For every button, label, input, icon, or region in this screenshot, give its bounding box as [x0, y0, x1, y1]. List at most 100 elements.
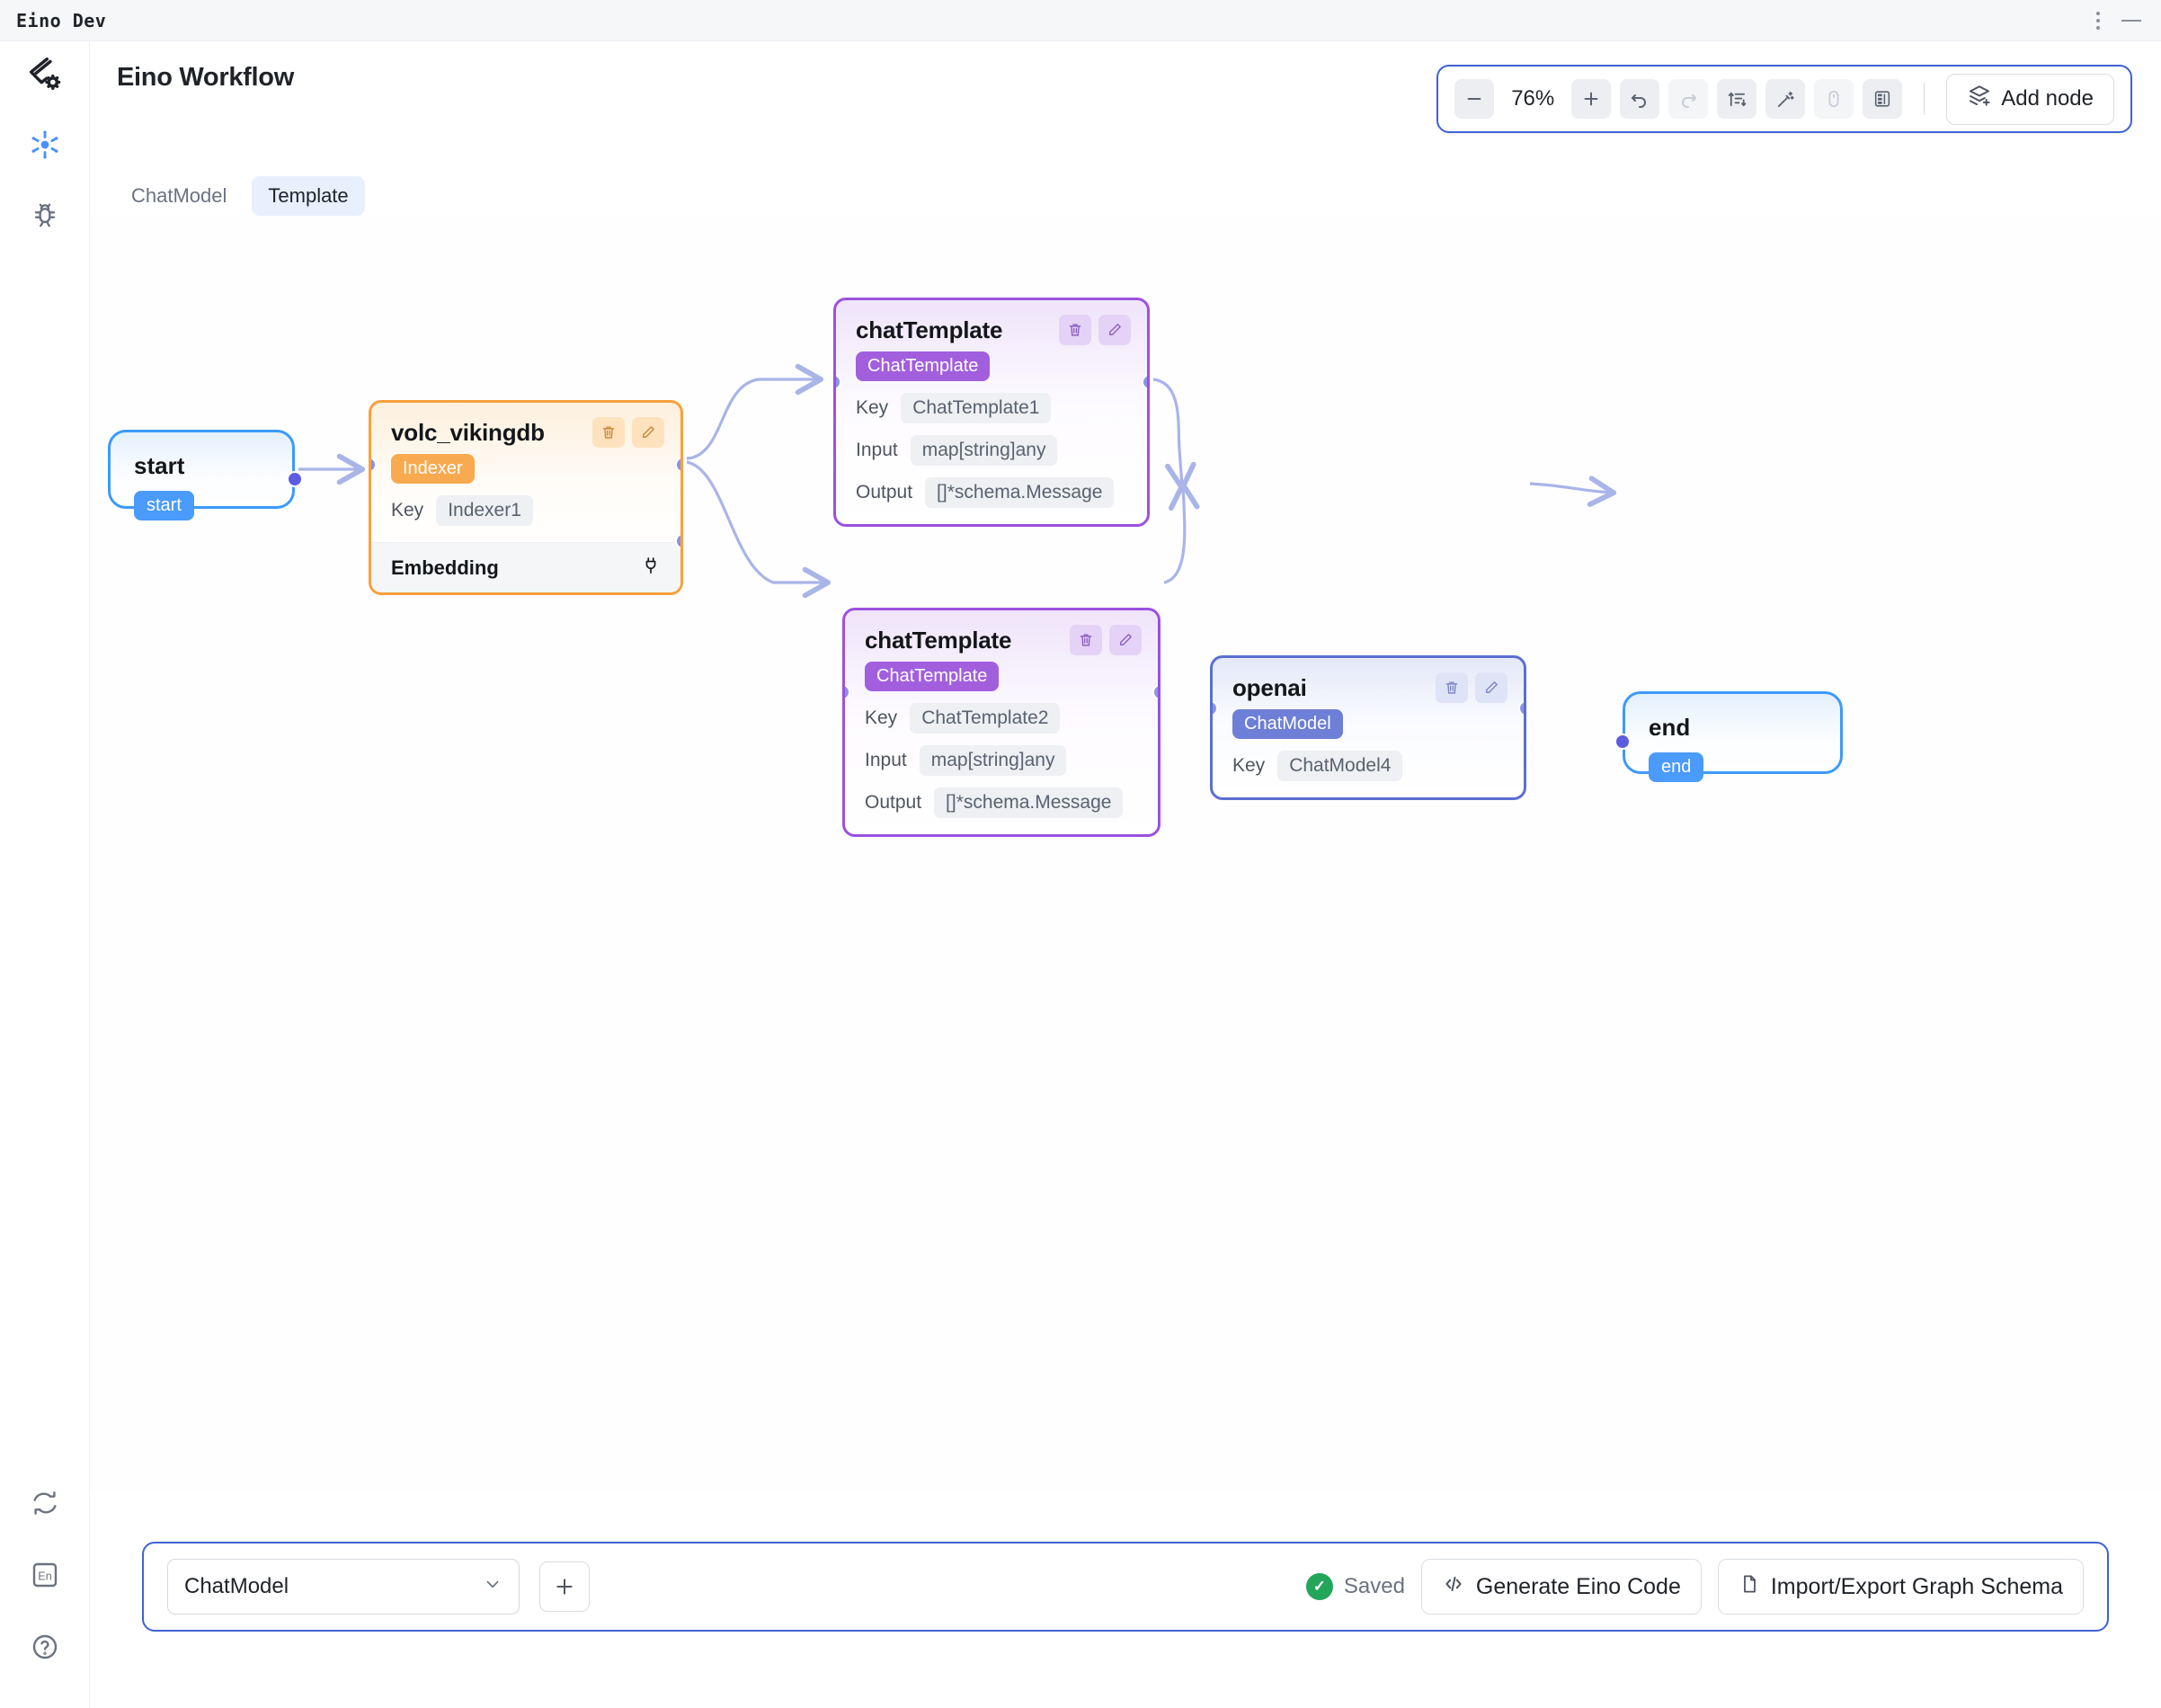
row-label: Input	[856, 440, 898, 460]
edit-icon[interactable]	[1109, 625, 1142, 655]
bottom-bar-right: ✓ Saved Generate Eino Code Import/Export…	[1305, 1559, 2084, 1615]
generate-eino-code-button[interactable]: Generate Eino Code	[1420, 1559, 1702, 1615]
help-icon	[31, 1632, 59, 1666]
app-title: Eino Dev	[16, 9, 107, 31]
chevron-down-icon	[483, 1574, 502, 1600]
row-value: ChatTemplate2	[910, 703, 1061, 734]
node-start[interactable]: start start	[108, 430, 303, 520]
node-volc-vikingdb[interactable]: volc_vikingdb Indexer Key Indexer1	[369, 400, 683, 595]
node-volc-vikingdb-footer[interactable]: Embedding	[371, 542, 680, 592]
node-openai-title: openai	[1232, 674, 1307, 701]
toolbar-divider	[1924, 83, 1925, 115]
bottom-action-bar: ChatModel ✓ Saved Generate Eino Code	[142, 1542, 2109, 1632]
bug-icon	[31, 200, 59, 234]
check-circle-icon: ✓	[1305, 1573, 1333, 1600]
node-chattemplate-2-row-output: Output []*schema.Message	[865, 787, 1138, 818]
svg-text:En: En	[38, 1570, 51, 1582]
delete-icon[interactable]	[1059, 315, 1091, 345]
node-chattemplate-1-body: chatTemplate ChatTemplate Key ChatTempla…	[836, 300, 1147, 524]
tab-chatmodel[interactable]: ChatModel	[131, 184, 227, 207]
node-end-input-port[interactable]	[1614, 734, 1631, 750]
zoom-out-button[interactable]	[1454, 79, 1495, 119]
import-export-schema-button[interactable]: Import/Export Graph Schema	[1717, 1559, 2084, 1615]
node-start-output-port[interactable]	[287, 471, 303, 487]
node-volc-vikingdb-body: volc_vikingdb Indexer Key Indexer1	[371, 403, 680, 542]
window-titlebar: Eino Dev	[0, 0, 2161, 41]
node-end[interactable]: end end	[1614, 691, 1843, 782]
save-status: ✓ Saved	[1305, 1573, 1405, 1600]
workflow-canvas[interactable]: start start volc_vikingdb Indexer	[90, 216, 2161, 1492]
sidebar-item-help[interactable]	[0, 1613, 90, 1685]
canvas-toolbar: 76%	[1436, 65, 2132, 133]
add-node-button[interactable]: Add node	[1946, 73, 2114, 125]
edge-indexer-tmpl2	[686, 460, 831, 599]
node-volc-vikingdb-title: volc_vikingdb	[391, 419, 545, 446]
auto-layout-icon[interactable]	[1717, 79, 1757, 119]
node-openai-row-key: Key ChatModel4	[1232, 751, 1504, 781]
delete-icon[interactable]	[1070, 625, 1102, 655]
row-value: ChatModel4	[1277, 751, 1403, 781]
row-label: Output	[865, 792, 922, 813]
node-chattemplate-2-tag: ChatTemplate	[865, 662, 1000, 691]
redo-icon[interactable]	[1668, 79, 1709, 119]
node-end-badge: end	[1649, 752, 1704, 782]
node-type-select-value: ChatModel	[184, 1574, 289, 1598]
edit-icon[interactable]	[1475, 672, 1507, 703]
edge-openai-end	[1529, 476, 1617, 507]
tab-template[interactable]: Template	[252, 176, 365, 216]
delete-icon[interactable]	[592, 417, 625, 448]
node-chattemplate-2-row-key: Key ChatTemplate2	[865, 703, 1138, 734]
sidebar-item-debug[interactable]	[0, 182, 90, 252]
page-header: Eino Workflow	[90, 41, 2161, 113]
node-openai[interactable]: openai ChatModel Key ChatModel4	[1210, 655, 1526, 800]
magic-wand-icon[interactable]	[1765, 79, 1806, 119]
undo-icon[interactable]	[1620, 79, 1660, 119]
node-chattemplate-1-tag: ChatTemplate	[856, 351, 991, 381]
row-label: Key	[856, 397, 889, 418]
edge-tmpl2-openai	[1163, 481, 1200, 584]
node-volc-vikingdb-footer-label: Embedding	[391, 556, 499, 579]
edge-indexer-tmpl1	[686, 363, 824, 460]
edit-icon[interactable]	[632, 417, 664, 448]
row-label: Key	[1232, 755, 1266, 776]
delete-icon[interactable]	[1436, 672, 1468, 703]
node-chattemplate-1-row-output: Output []*schema.Message	[856, 477, 1127, 508]
zoom-in-button[interactable]	[1571, 79, 1612, 119]
row-label: Key	[391, 500, 424, 520]
edge-tmpl1-openai	[1152, 378, 1196, 492]
row-value: ChatTemplate1	[901, 393, 1052, 423]
sidebar-item-graph[interactable]	[0, 111, 90, 182]
sidebar-item-sync[interactable]	[0, 1469, 90, 1541]
file-icon	[1739, 1573, 1760, 1601]
add-node-type-button[interactable]	[539, 1561, 590, 1612]
node-chattemplate-1[interactable]: chatTemplate ChatTemplate Key ChatTempla…	[833, 298, 1150, 527]
node-volc-vikingdb-tagrow: Indexer	[391, 454, 661, 484]
node-volc-vikingdb-tag: Indexer	[391, 454, 475, 484]
node-volc-vikingdb-row-key: Key Indexer1	[391, 495, 661, 526]
node-type-select[interactable]: ChatModel	[167, 1559, 520, 1615]
minimap-icon[interactable]	[1863, 79, 1903, 119]
page-title: Eino Workflow	[117, 62, 294, 92]
edit-icon[interactable]	[1098, 315, 1131, 345]
kebab-menu-icon[interactable]	[2096, 11, 2100, 30]
minimize-icon[interactable]	[2121, 19, 2141, 22]
code-icon	[1442, 1572, 1465, 1602]
row-label: Input	[865, 750, 907, 770]
window-controls	[2096, 11, 2141, 30]
sidebar-item-logo[interactable]	[0, 41, 90, 111]
row-value: Indexer1	[436, 495, 533, 526]
node-chattemplate-1-row-input: Input map[string]any	[856, 435, 1127, 466]
node-chattemplate-1-title: chatTemplate	[856, 316, 1003, 343]
node-chattemplate-2-body: chatTemplate ChatTemplate Key ChatTempla…	[845, 610, 1158, 834]
left-rail: En	[0, 41, 90, 1708]
node-end-title: end	[1649, 714, 1691, 741]
eino-logo-icon	[25, 55, 65, 99]
sidebar-item-language[interactable]: En	[0, 1541, 90, 1613]
node-chattemplate-1-tagrow: ChatTemplate	[856, 351, 1127, 381]
node-chattemplate-2-title: chatTemplate	[865, 627, 1012, 654]
node-openai-tag: ChatModel	[1232, 709, 1343, 739]
row-value: map[string]any	[910, 435, 1058, 466]
mouse-icon[interactable]	[1814, 79, 1854, 119]
node-chattemplate-2[interactable]: chatTemplate ChatTemplate Key ChatTempla…	[842, 608, 1161, 837]
